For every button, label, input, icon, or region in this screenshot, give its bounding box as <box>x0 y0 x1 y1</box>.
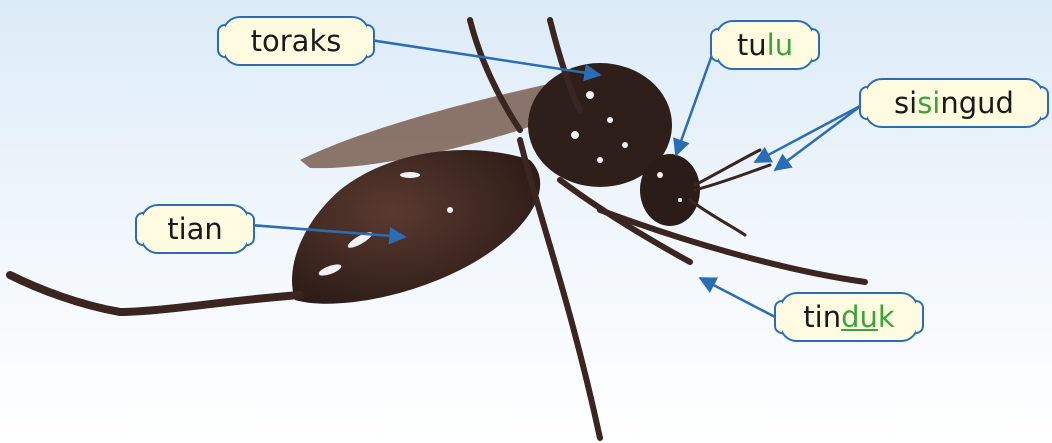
arrow-tinduk <box>700 278 777 318</box>
label-toraks: toraks <box>222 16 370 66</box>
label-tulu-highlight: lu <box>767 28 793 62</box>
label-toraks-text: toraks <box>251 24 342 58</box>
arrow-sisingud-1 <box>755 105 862 162</box>
label-sisingud-highlight: si <box>917 86 940 120</box>
label-tinduk-highlight: k <box>878 300 895 334</box>
label-tulu-plain: tu <box>737 28 767 62</box>
arrow-sisingud-2 <box>775 105 862 170</box>
label-tinduk-plain: tin <box>803 300 841 334</box>
mosquito-head <box>640 154 700 226</box>
label-tian: tian <box>140 204 250 254</box>
label-sisingud-before: si <box>894 86 917 120</box>
arrow-tulu <box>676 55 712 155</box>
label-sisingud-after: ngud <box>940 86 1014 120</box>
label-tinduk-underlined: du <box>841 300 878 334</box>
label-tian-text: tian <box>167 212 223 246</box>
